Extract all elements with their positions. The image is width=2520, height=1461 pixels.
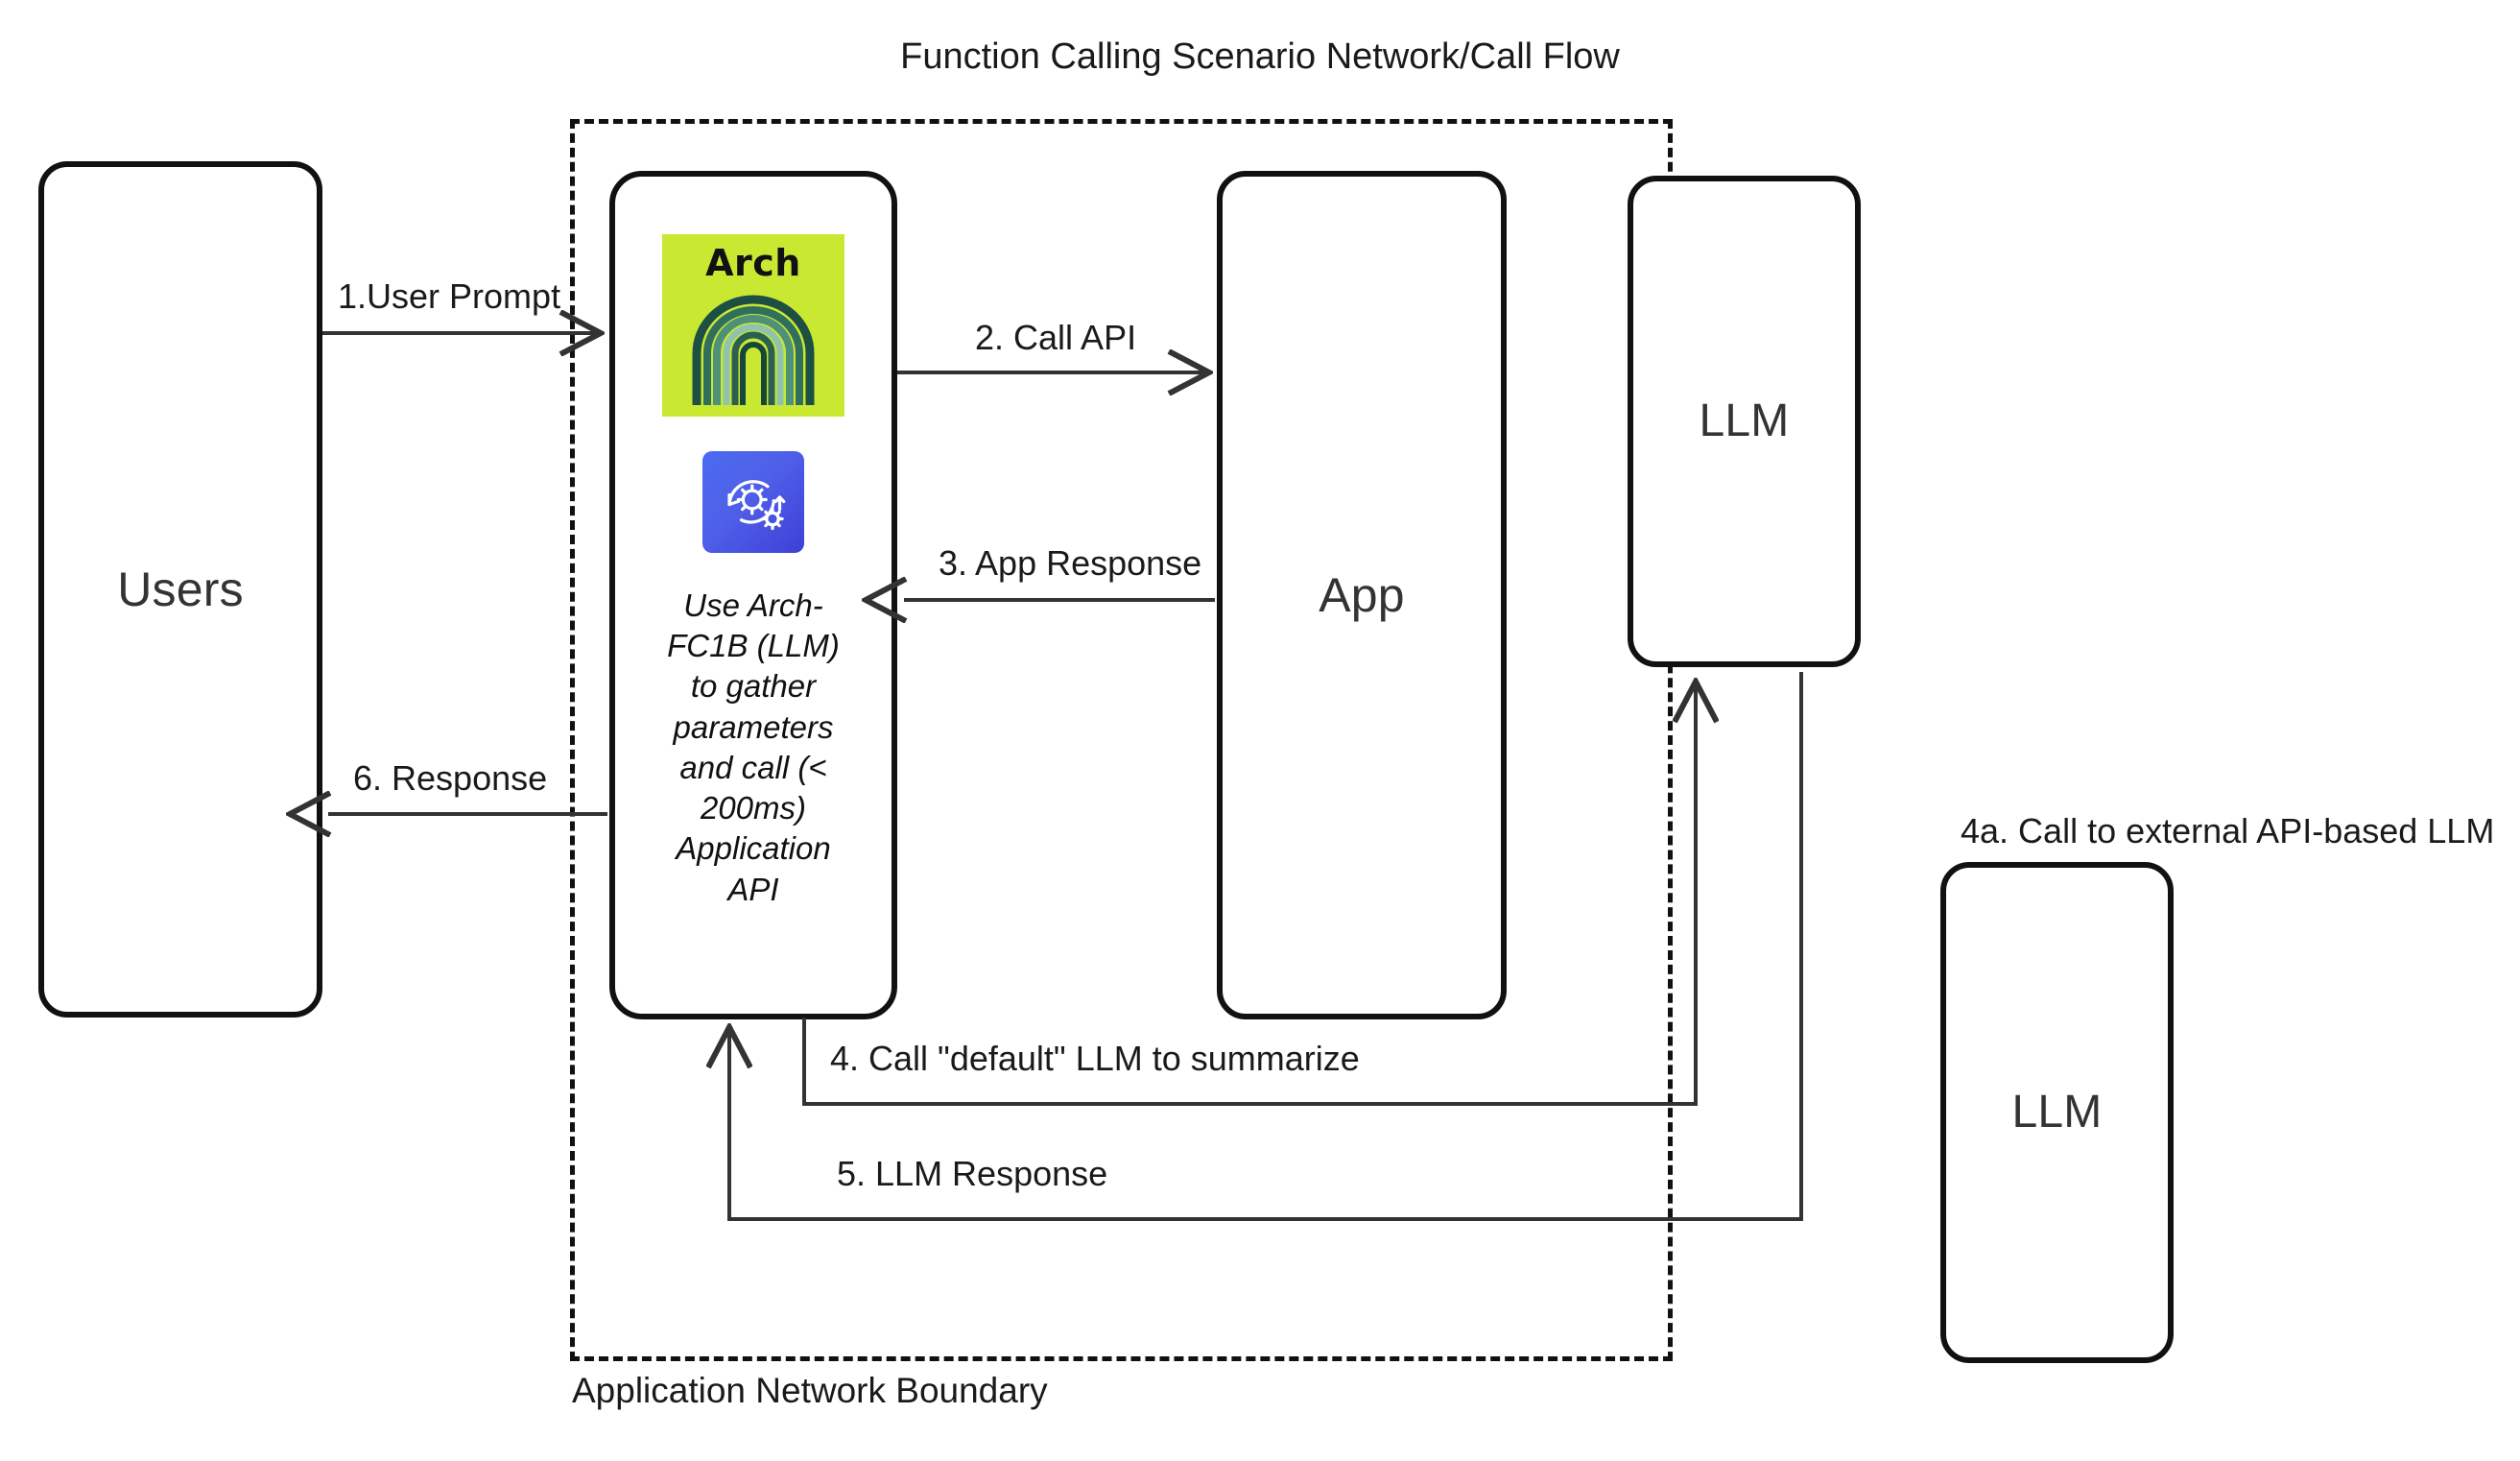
edge-label-3: 3. App Response (939, 543, 1202, 583)
arch-logo-text: Arch (705, 242, 801, 284)
node-llm-external[interactable]: LLM (1940, 862, 2174, 1363)
node-llm-internal-label: LLM (1699, 395, 1790, 446)
node-users-label: Users (117, 562, 244, 616)
node-app-label: App (1319, 567, 1405, 622)
node-llm-internal[interactable]: LLM (1628, 176, 1861, 667)
edge-label-4: 4. Call "default" LLM to summarize (830, 1039, 1360, 1078)
node-arch[interactable]: Arch (609, 171, 897, 1019)
edge-label-6: 6. Response (353, 758, 548, 798)
node-app[interactable]: App (1217, 171, 1507, 1019)
diagram-title: Function Calling Scenario Network/Call F… (900, 36, 1620, 77)
node-llm-external-label: LLM (2011, 1086, 2103, 1138)
edge-label-4a: 4a. Call to external API-based LLM (1961, 811, 2495, 850)
edge-label-2: 2. Call API (975, 318, 1137, 357)
arch-node-content: Arch (615, 177, 892, 1014)
edge-label-1: 1.User Prompt (338, 276, 561, 316)
arch-note-text: Use Arch-FC1B (LLM) to gather parameters… (667, 587, 840, 907)
gears-sync-icon (702, 451, 804, 553)
edge-label-5: 5. LLM Response (837, 1154, 1108, 1193)
arch-logo: Arch (662, 234, 844, 417)
boundary-label: Application Network Boundary (572, 1371, 1048, 1410)
arch-rainbow-icon (692, 295, 815, 405)
node-users[interactable]: Users (38, 161, 322, 1018)
